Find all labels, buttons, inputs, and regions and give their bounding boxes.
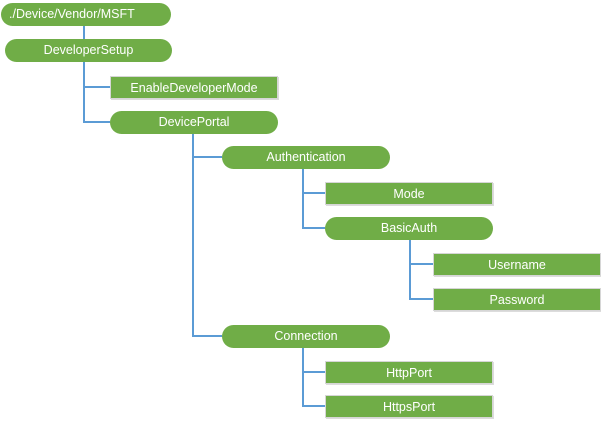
- connector-connection-to-httpport: [302, 348, 325, 373]
- connector-basicauth-to-password: [409, 240, 433, 300]
- tree-node-password[interactable]: Password: [433, 288, 601, 311]
- tree-node-deviceportal[interactable]: DevicePortal: [110, 111, 278, 134]
- tree-node-label: DeveloperSetup: [43, 43, 134, 57]
- tree-node-developersetup[interactable]: DeveloperSetup: [5, 39, 172, 62]
- tree-node-label: BasicAuth: [380, 221, 438, 235]
- tree-node-label: EnableDeveloperMode: [130, 81, 258, 95]
- tree-node-label: Password: [489, 293, 545, 307]
- connector-developersetup-to-enabledevelopermode: [83, 62, 110, 88]
- tree-node-label: Username: [488, 258, 546, 272]
- tree-node-mode[interactable]: Mode: [325, 182, 493, 205]
- tree-node-label: ./Device/Vendor/MSFT: [9, 7, 135, 21]
- tree-node-connection[interactable]: Connection: [222, 325, 390, 348]
- tree-node-username[interactable]: Username: [433, 253, 601, 276]
- tree-node-enabledevelopermode[interactable]: EnableDeveloperMode: [110, 76, 278, 99]
- connector-developersetup-to-deviceportal: [83, 62, 110, 123]
- tree-node-httpport[interactable]: HttpPort: [325, 361, 493, 384]
- connector-authentication-to-mode: [302, 169, 325, 194]
- tree-node-label: Mode: [393, 187, 425, 201]
- tree-node-authentication[interactable]: Authentication: [222, 146, 390, 169]
- connector-connection-to-httpsport: [302, 348, 325, 407]
- connector-authentication-to-basicauth: [302, 169, 325, 229]
- connector-deviceportal-to-authentication: [192, 134, 222, 158]
- tree-node-label: DevicePortal: [158, 115, 230, 129]
- tree-node-label: Connection: [274, 329, 338, 343]
- tree-node-label: HttpPort: [386, 366, 432, 380]
- connector-deviceportal-to-connection: [192, 134, 222, 337]
- connector-basicauth-to-username: [409, 240, 433, 265]
- tree-node-httpsport[interactable]: HttpsPort: [325, 395, 493, 418]
- tree-node-basicauth[interactable]: BasicAuth: [325, 217, 493, 240]
- tree-node-label: Authentication: [266, 150, 346, 164]
- tree-node-label: HttpsPort: [382, 400, 436, 414]
- tree-node-root[interactable]: ./Device/Vendor/MSFT: [1, 3, 171, 26]
